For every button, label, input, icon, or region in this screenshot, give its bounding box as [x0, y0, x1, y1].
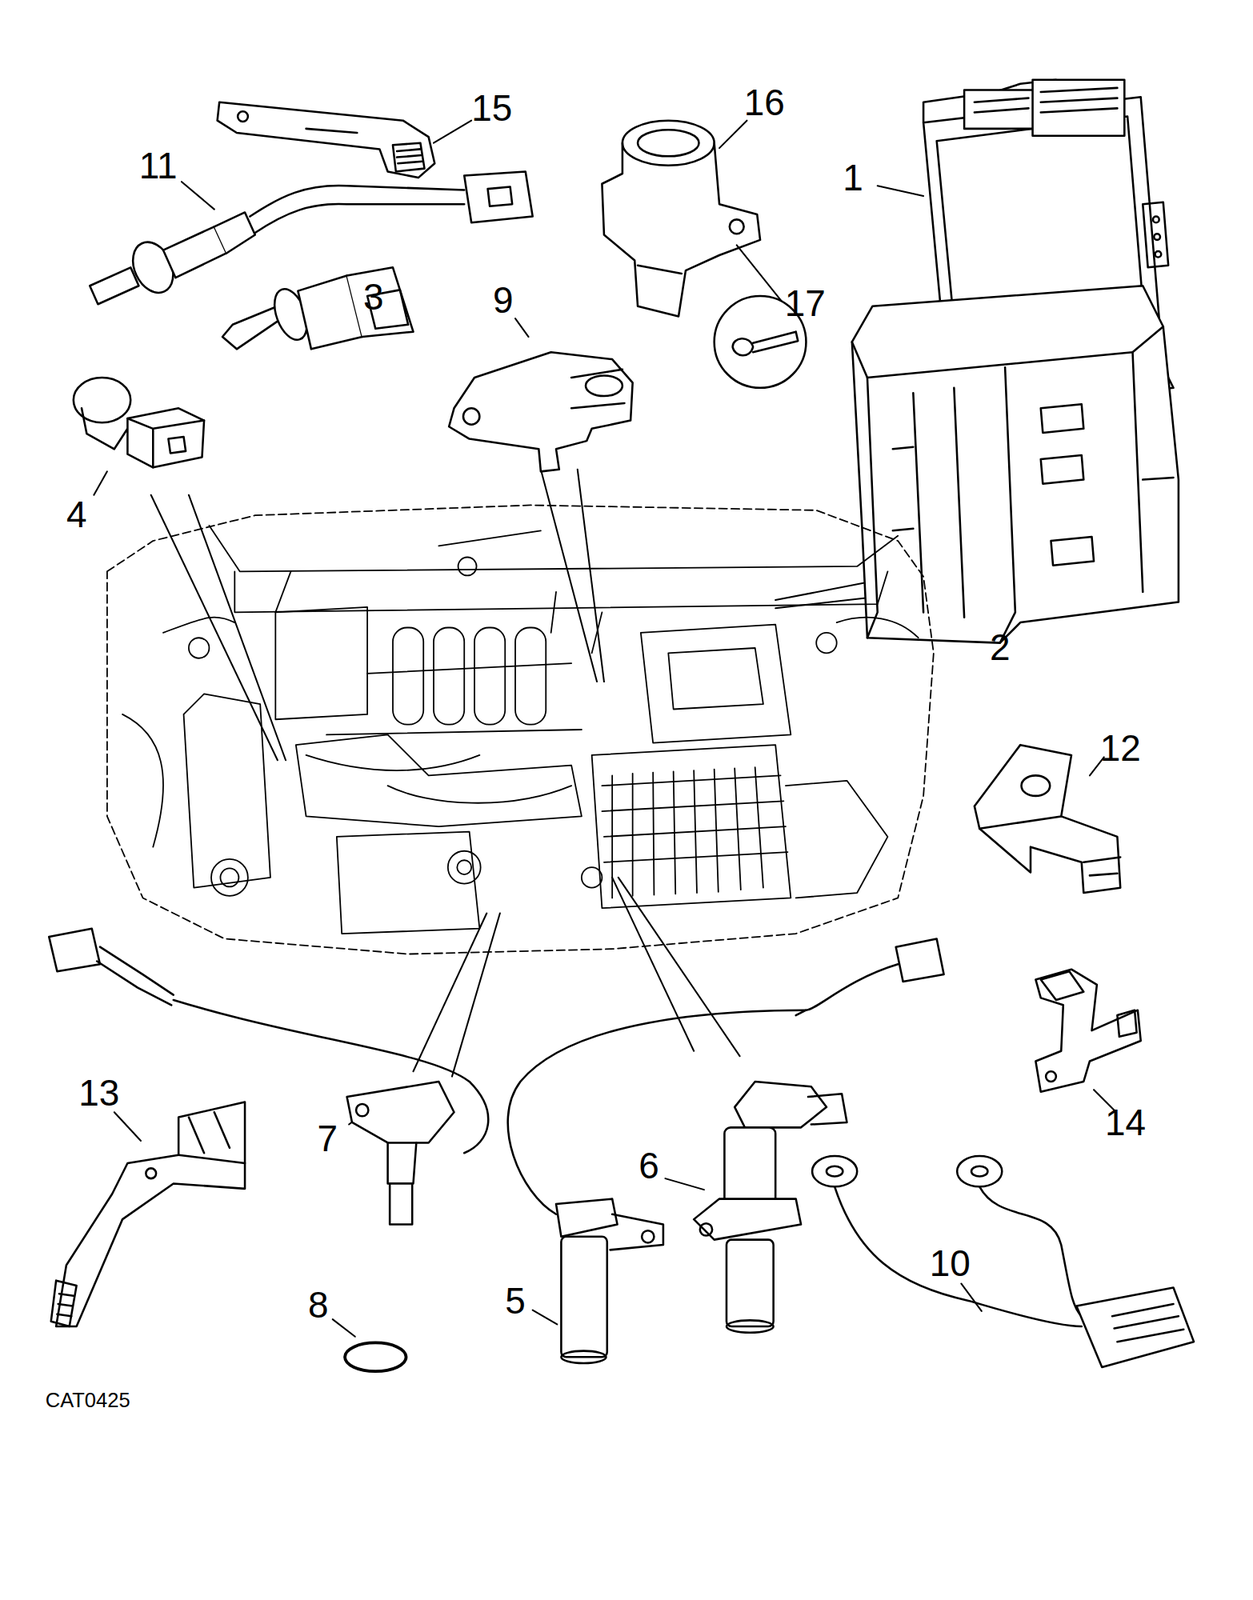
ecu-tray: [852, 285, 1179, 643]
crankshaft-sensor: [508, 938, 945, 1364]
position-sensor: [693, 1081, 847, 1334]
callout-number: 11: [139, 148, 178, 185]
bracket: [1035, 969, 1141, 1093]
oxygen-sensor: [89, 171, 533, 305]
callout-number: 16: [744, 84, 785, 122]
callout-number: 17: [784, 285, 826, 323]
callout-number: 15: [471, 90, 513, 128]
o-ring: [344, 1342, 407, 1372]
callout-number: 3: [363, 279, 385, 317]
pressure-switch: [73, 377, 205, 468]
speed-sensor: [48, 928, 489, 1225]
pressure-sensor: [448, 352, 633, 472]
callout-number: 13: [78, 1075, 120, 1113]
callout-number: 7: [317, 1120, 339, 1158]
callout-number: 9: [492, 282, 514, 320]
temperature-sensor: [222, 267, 413, 349]
drawing-number: CAT0425: [45, 1390, 131, 1412]
callout-number: 4: [66, 496, 88, 534]
sensor-housing: [601, 120, 806, 389]
callout-number: 1: [842, 160, 864, 197]
engine-bay: [107, 504, 934, 954]
callout-number: 8: [308, 1287, 329, 1325]
bracket: [974, 744, 1121, 893]
callout-number: 12: [1100, 730, 1141, 768]
callout-number: 10: [929, 1245, 971, 1283]
bracket: [51, 1101, 245, 1327]
bracket: [217, 102, 436, 178]
callout-number: 6: [638, 1148, 660, 1185]
callout-number: 5: [504, 1283, 526, 1321]
callout-number: 2: [989, 629, 1011, 667]
knock-sensor-harness: [812, 1156, 1194, 1368]
callout-number: 14: [1104, 1104, 1146, 1142]
